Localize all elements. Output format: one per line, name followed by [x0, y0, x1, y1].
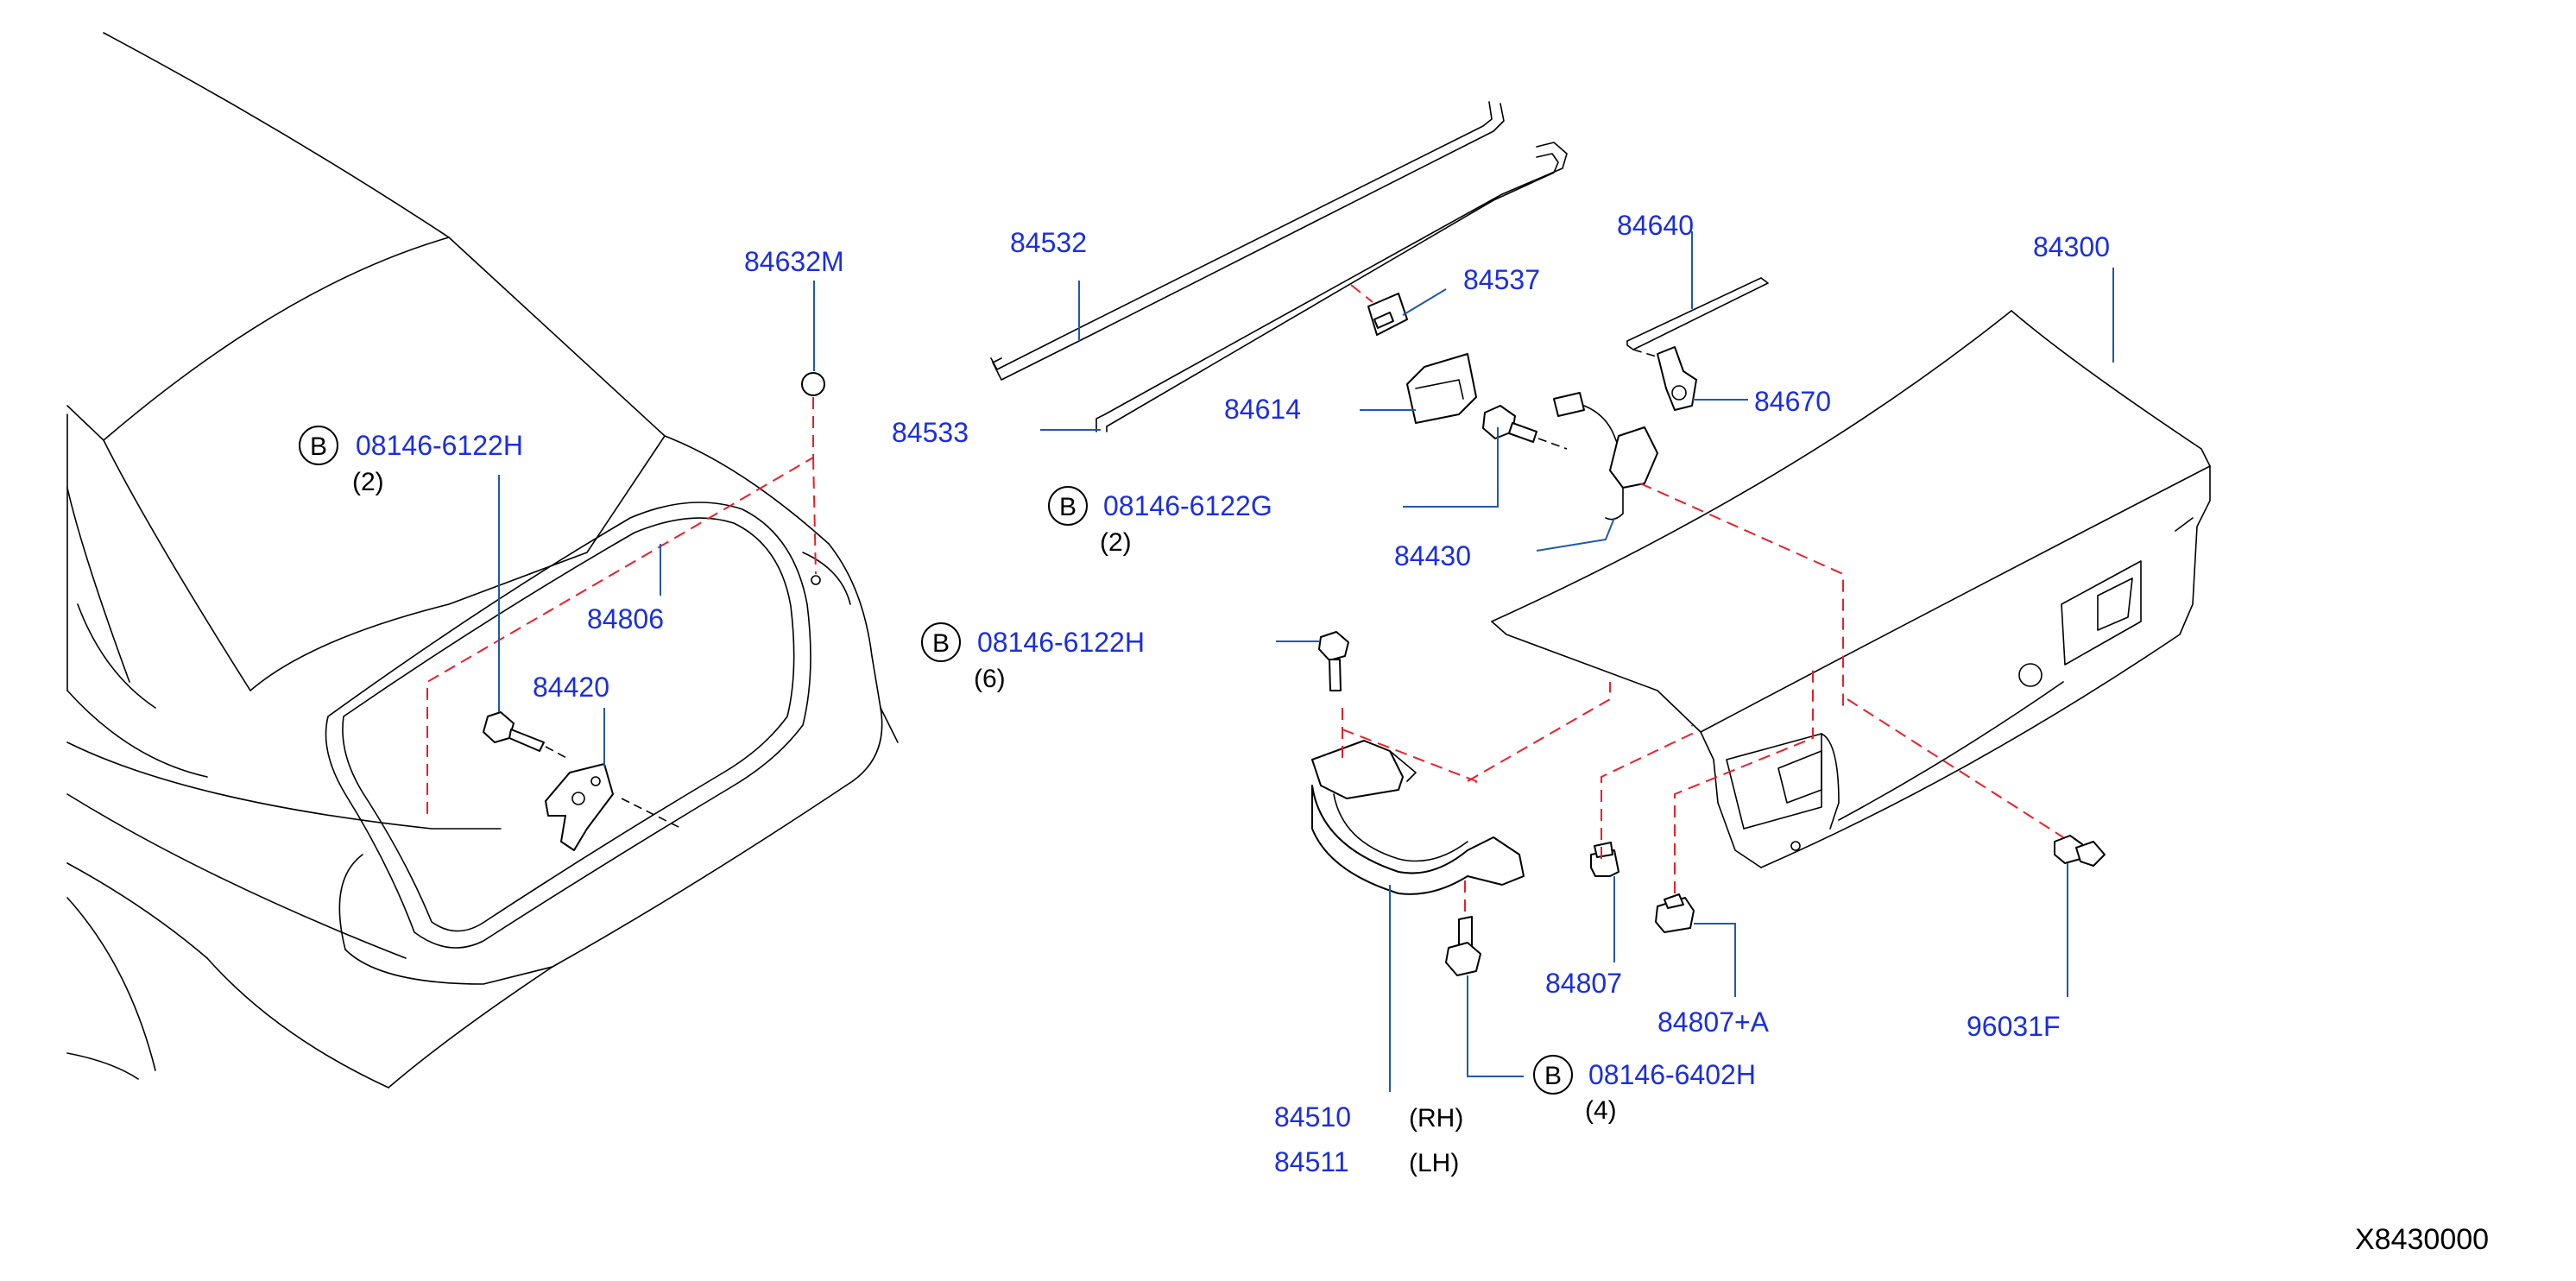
label-rh: (RH): [1409, 1104, 1463, 1133]
bolt-callout-4: B 08146-6402H (4): [1533, 1055, 1756, 1125]
label-bolt-08146-6122H-2: 08146-6122H: [977, 627, 1145, 658]
bolt-callout-1: B 08146-6122H (2): [299, 426, 523, 496]
dashed-guides: [426, 397, 2064, 893]
b-letter-1: B: [310, 432, 327, 461]
b-letter-3: B: [932, 629, 950, 658]
label-84532: 84532: [1010, 227, 1087, 258]
rod-84533: [1095, 142, 1568, 432]
label-84300: 84300: [2033, 231, 2110, 262]
label-84537: 84537: [1463, 264, 1540, 295]
grommet-84632M: [801, 372, 825, 585]
bolt-callout-2: B 08146-6122G (2): [1048, 486, 1272, 557]
label-84806: 84806: [587, 603, 664, 634]
label-84511: 84511: [1274, 1146, 1349, 1177]
hinge-84510-84511: [1311, 708, 1525, 895]
trunk-lock-84420: [545, 763, 683, 851]
trunk-lid-84300: [1491, 310, 2211, 868]
qty-bolt-2: (2): [1100, 528, 1132, 557]
label-84807: 84807: [1545, 968, 1622, 999]
part-labels: 84632M 84532 84533 84537 84614 84640 846…: [533, 210, 2110, 1177]
b-letter-4: B: [1544, 1062, 1562, 1090]
bolt-08146-6122H-hinge: [1318, 631, 1349, 691]
label-84640: 84640: [1617, 210, 1694, 241]
label-84670: 84670: [1754, 386, 1831, 417]
label-84510: 84510: [1274, 1101, 1351, 1133]
label-84614: 84614: [1224, 394, 1301, 425]
label-84632M: 84632M: [744, 246, 844, 277]
qty-bolt-4: (4): [1585, 1096, 1617, 1125]
label-bolt-08146-6122G: 08146-6122G: [1103, 490, 1272, 521]
label-bolt-08146-6402H: 08146-6402H: [1588, 1059, 1756, 1090]
b-symbol-2: [1048, 486, 1088, 526]
b-letter-2: B: [1059, 493, 1076, 521]
clip-84537: [1350, 284, 1408, 336]
label-84420: 84420: [533, 672, 609, 703]
qty-bolt-3: (6): [974, 665, 1006, 693]
label-lh: (LH): [1409, 1149, 1459, 1177]
label-84430: 84430: [1394, 540, 1471, 571]
label-84533: 84533: [892, 417, 969, 448]
label-96031F: 96031F: [1967, 1011, 2061, 1042]
bolt-08146-6402H: [1445, 880, 1481, 976]
leader-lines: [498, 231, 2114, 1092]
rod-84532: [990, 101, 1505, 381]
switch-84670: [1657, 346, 1697, 411]
label-bolt-08146-6122H-1: 08146-6122H: [356, 430, 523, 461]
car-body-drawing: [66, 32, 899, 1089]
b-symbol-3: [921, 622, 961, 662]
rod-84640: [1626, 277, 1769, 359]
qty-bolt-1: (2): [352, 468, 384, 496]
bumper-84807: [1590, 842, 1619, 877]
bolt-callout-3: B 08146-6122H (6): [921, 622, 1145, 693]
bolt-08146-6122G: [1482, 405, 1568, 450]
b-symbol-1: [299, 426, 338, 465]
clip-96031F: [2054, 835, 2106, 867]
cover-84614: [1406, 353, 1477, 424]
b-symbol-4: [1533, 1055, 1573, 1095]
label-84807A: 84807+A: [1657, 1006, 1770, 1038]
actuator-84430: [1553, 392, 1658, 521]
bumper-84807A: [1655, 893, 1695, 933]
diagram-reference-number: X8430000: [2355, 1223, 2489, 1256]
bolt-08146-6122H-left: [483, 711, 571, 760]
